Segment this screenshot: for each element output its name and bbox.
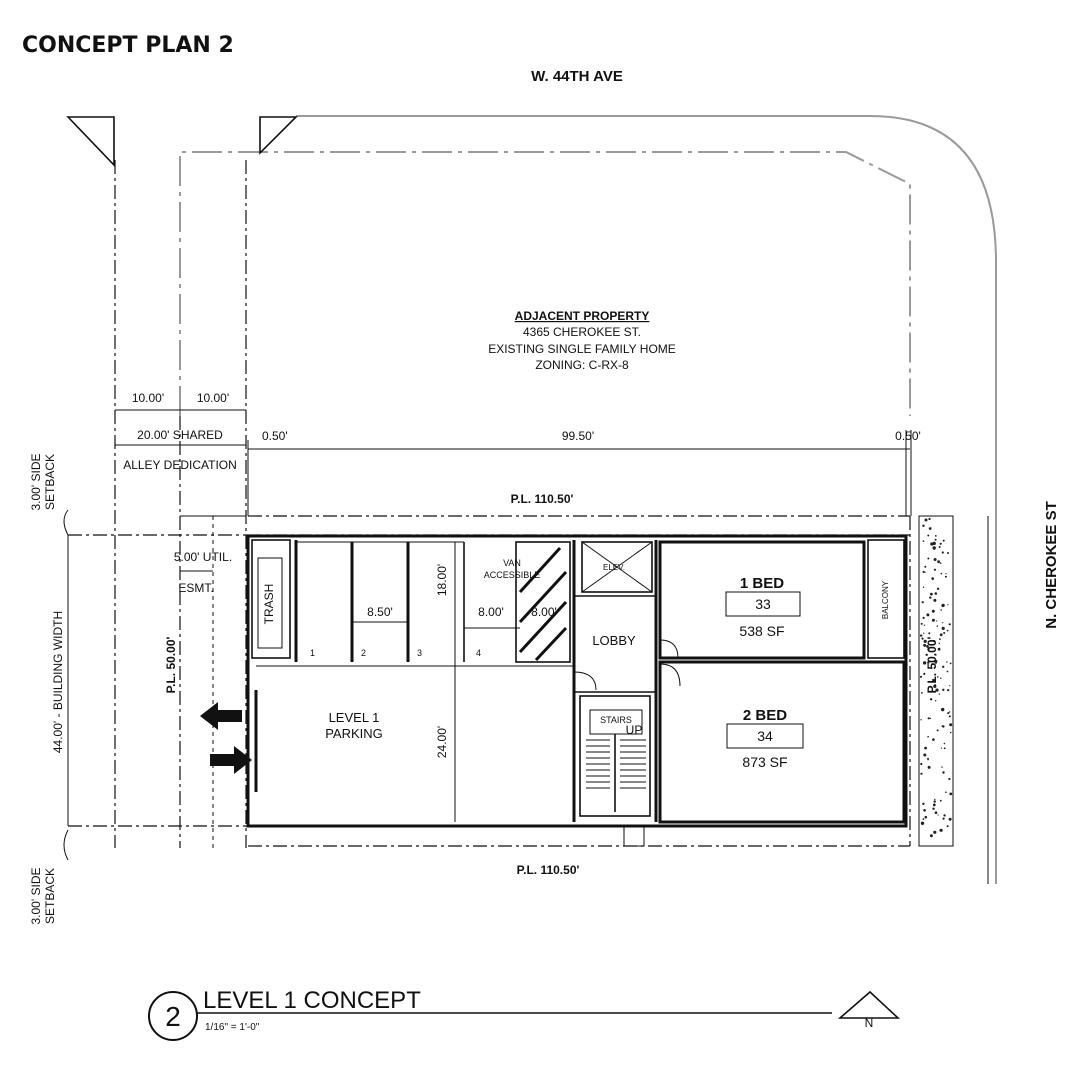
- exit-arrow-icon: [200, 702, 242, 730]
- stall-width-b: 8.00': [478, 605, 504, 619]
- unit-2bed-door-swing: [659, 663, 681, 687]
- van-aisle-hatching: [518, 546, 568, 662]
- trash-room: [251, 539, 291, 659]
- parking-label-line2: PARKING: [325, 726, 383, 741]
- corner-marker-east: [259, 116, 298, 155]
- building-width-label: 44.00' - BUILDING WIDTH: [51, 611, 65, 753]
- van-label-line2: ACCESSIBLE: [484, 570, 541, 580]
- north-arrow-icon: [837, 990, 901, 1019]
- aisle-depth-label: 24.00': [435, 726, 449, 758]
- adjacent-address: 4365 CHEROKEE ST.: [523, 325, 641, 339]
- parking-label-line1: LEVEL 1: [329, 710, 380, 725]
- dim-alley-shared: 20.00' SHARED: [137, 428, 223, 442]
- unit-2bed-number: 34: [757, 728, 773, 744]
- stair-enclosure: [579, 695, 651, 817]
- street-label-east: N. CHEROKEE ST: [1043, 501, 1060, 629]
- pl-top-label: P.L. 110.50': [511, 492, 574, 506]
- unit-1bed-number-box: [725, 591, 801, 617]
- lobby-label: LOBBY: [592, 633, 636, 648]
- drawing-scale: 1/16" = 1'-0": [205, 1022, 260, 1033]
- setback-bottom-line2: SETBACK: [43, 868, 57, 924]
- sidewalk-stipple: [919, 517, 953, 838]
- unit-2bed-room: [658, 660, 906, 824]
- drawing-title: LEVEL 1 CONCEPT: [203, 987, 421, 1014]
- pl-bottom-label: P.L. 110.50': [517, 863, 580, 877]
- pl-west-label: P.L. 50.00': [164, 637, 178, 694]
- stall-number-2: 2: [361, 648, 366, 658]
- van-accessible-aisle: [515, 541, 571, 663]
- stall-number-3: 3: [417, 648, 422, 658]
- stall-width-c: 8.00': [531, 605, 557, 619]
- balcony-label: BALCONY: [881, 580, 890, 619]
- stall-number-4: 4: [476, 648, 481, 658]
- adjacent-zoning: ZONING: C-RX-8: [535, 358, 629, 372]
- stairs-up-label: UP: [626, 723, 643, 737]
- unit-2bed-area: 873 SF: [742, 754, 787, 770]
- adjacent-heading: ADJACENT PROPERTY: [515, 309, 650, 323]
- setback-top-line2: SETBACK: [43, 454, 57, 510]
- unit-1bed-door-swing: [659, 639, 679, 659]
- unit-1bed-area: 538 SF: [739, 623, 784, 639]
- dim-alley-dedication: ALLEY DEDICATION: [123, 458, 237, 472]
- elevator-cross-b: [581, 541, 653, 593]
- setback-top-line1: 3.00' SIDE: [29, 454, 43, 511]
- balcony: [867, 539, 905, 659]
- building-footprint: [246, 534, 908, 828]
- setback-top-leader: [63, 509, 69, 536]
- stairs-label: STAIRS: [600, 715, 632, 725]
- setback-bottom-line1: 3.00' SIDE: [29, 868, 43, 925]
- unit-1bed-number: 33: [755, 596, 771, 612]
- setback-bottom-leader: [63, 829, 69, 861]
- street-curb-line: [296, 115, 997, 884]
- stairs-tag: [589, 709, 643, 735]
- entry-arrow-icon: [210, 746, 252, 774]
- page-title: CONCEPT PLAN 2: [22, 33, 234, 58]
- stall-width-a: 8.50': [367, 605, 393, 619]
- drawing-number-bubble: [148, 991, 198, 1041]
- dim-offset-west: 0.50': [262, 429, 288, 443]
- stall-number-1: 1: [310, 648, 315, 658]
- elevator-label: ELEV.: [603, 563, 625, 572]
- dim-lot-width: 99.50': [562, 429, 594, 443]
- north-arrow-label: N: [865, 1016, 874, 1030]
- street-label-north: W. 44TH AVE: [531, 68, 623, 85]
- pl-east-label: P.L. 50.00': [925, 637, 939, 694]
- sidewalk-strip: [918, 515, 954, 847]
- trash-bin: [257, 557, 283, 649]
- stair-exit-door: [623, 826, 645, 847]
- unit-2bed-number-box: [726, 723, 804, 749]
- dim-offset-east: 0.50': [895, 429, 921, 443]
- unit-1bed-room: [658, 540, 866, 660]
- dim-alley-half-a: 10.00': [132, 391, 164, 405]
- van-label-line1: VAN: [503, 558, 521, 568]
- trash-label: TRASH: [262, 584, 276, 625]
- unit-2bed-type: 2 BED: [743, 707, 787, 724]
- unit-1bed-type: 1 BED: [740, 575, 784, 592]
- stall-depth-label: 18.00': [435, 564, 449, 596]
- adjacent-property-boundary: [179, 151, 911, 416]
- util-esmt-line1: 5.00' UTIL.: [174, 550, 232, 564]
- stair-treads: [586, 734, 646, 812]
- adjacent-use: EXISTING SINGLE FAMILY HOME: [488, 342, 676, 356]
- corner-marker-west: [66, 116, 115, 167]
- util-esmt-line2: ESMT.: [178, 581, 213, 595]
- dim-alley-half-b: 10.00': [197, 391, 229, 405]
- lobby-door-swing: [573, 671, 597, 691]
- elevator-shaft: [581, 541, 653, 593]
- drawing-number: 2: [165, 1001, 181, 1032]
